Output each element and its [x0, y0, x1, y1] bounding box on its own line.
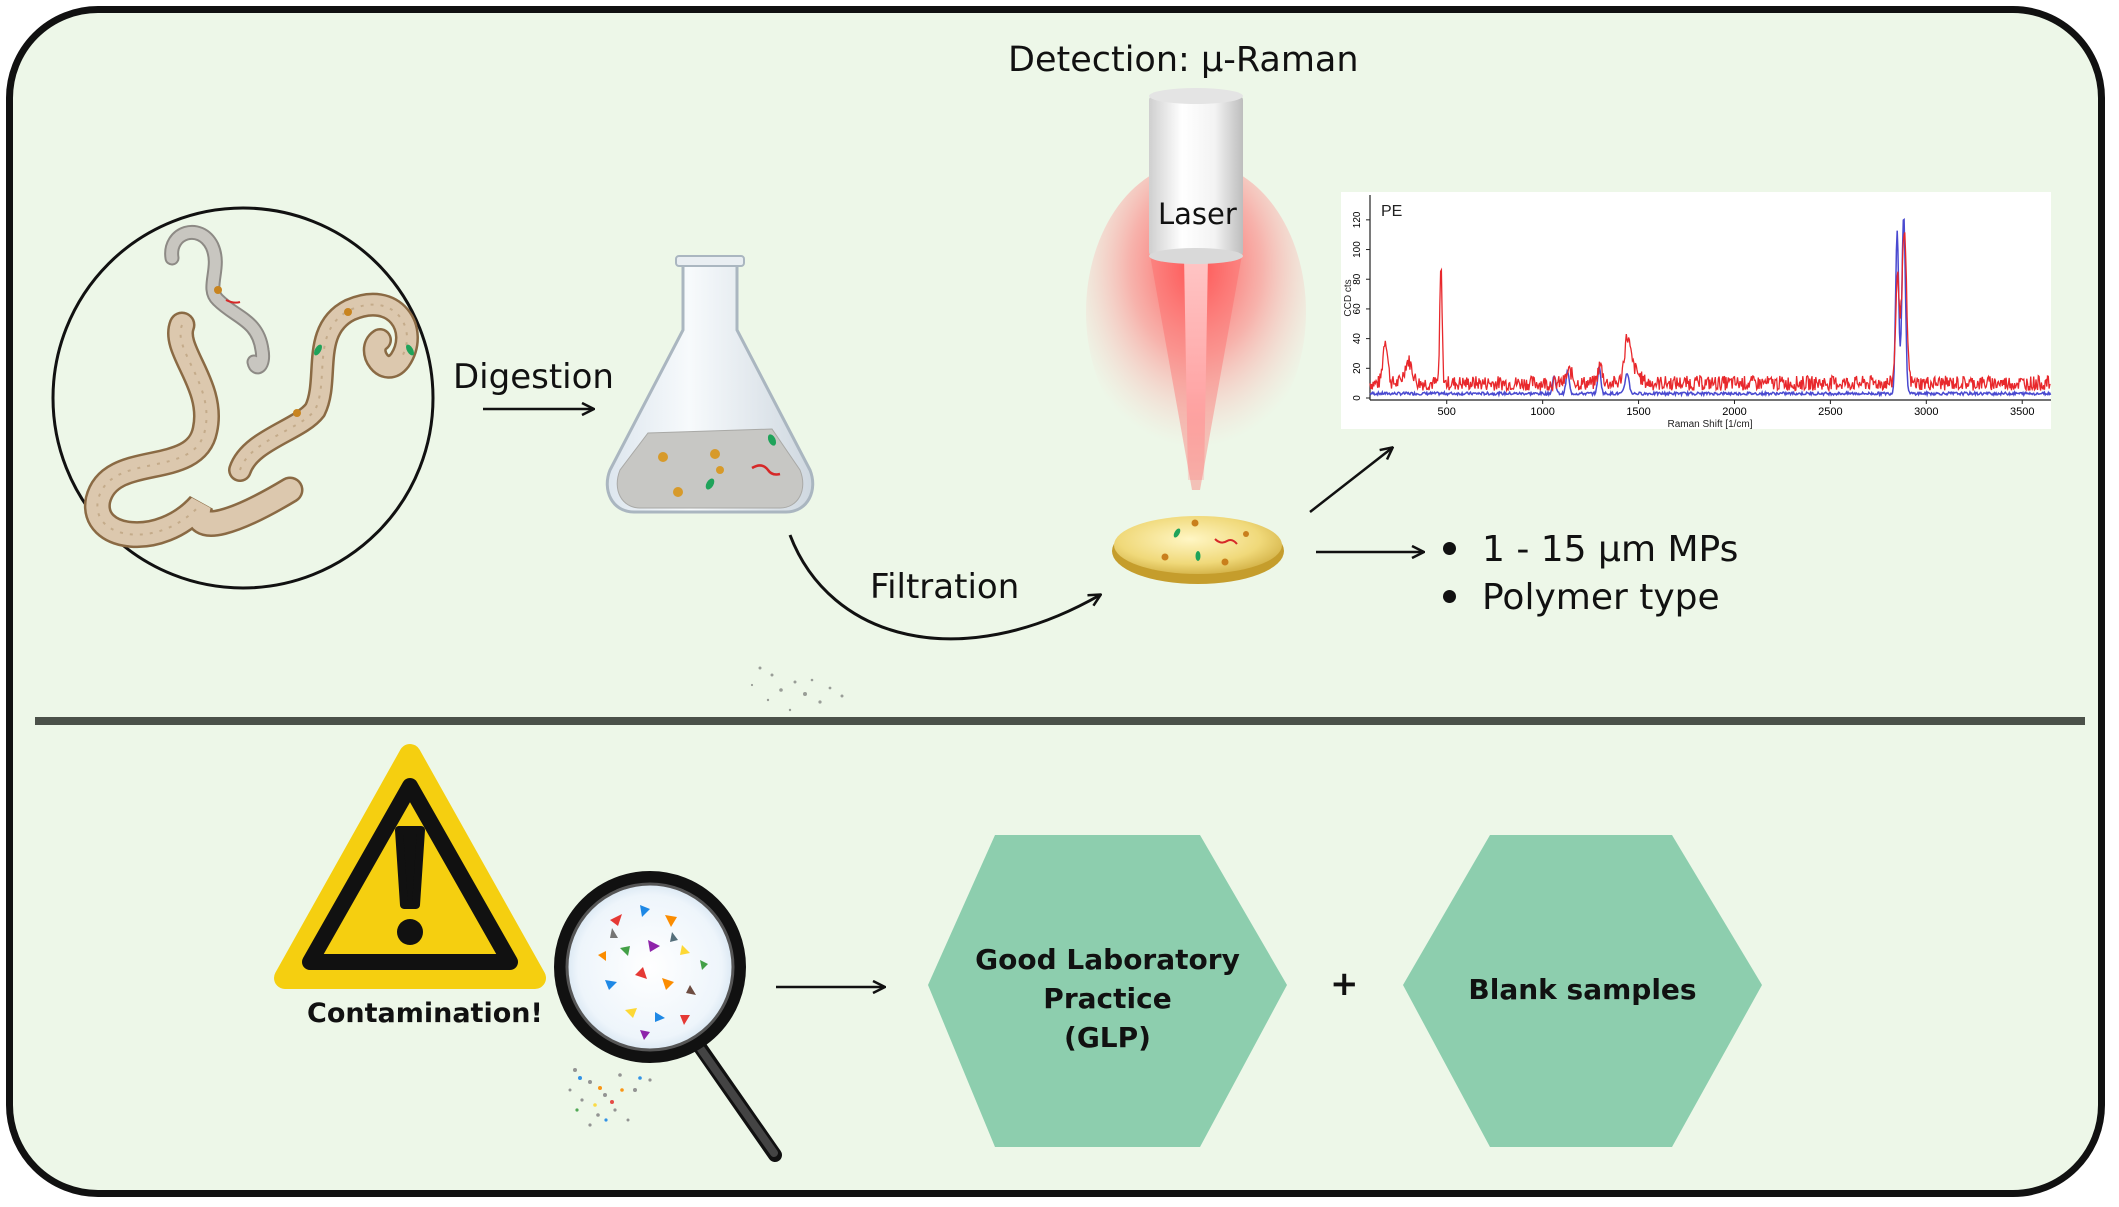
spectrum-y-ticks: 0 20 40 60 80 100 120	[1352, 211, 1370, 401]
output-item-label: Polymer type	[1482, 577, 1720, 618]
spectrum-xlabel: Raman Shift [1/cm]	[1667, 419, 1752, 430]
y-tick-label: 60	[1352, 303, 1363, 315]
magnifying-glass-icon	[554, 871, 782, 1162]
plus-sign: +	[1330, 964, 1359, 1004]
y-tick-label: 100	[1352, 241, 1363, 258]
worm-sample-illustration	[51, 206, 435, 590]
detection-title: Detection: μ-Raman	[1008, 40, 1359, 80]
x-tick-label: 2000	[1722, 406, 1746, 418]
digestion-label: Digestion	[453, 357, 614, 397]
bullet-dot	[1443, 541, 1456, 555]
x-tick-label: 2500	[1818, 406, 1842, 418]
warning-icon	[274, 744, 546, 989]
contamination-label: Contamination!	[307, 998, 543, 1029]
x-tick-label: 3500	[2010, 406, 2034, 418]
glp-label: Good Laboratory Practice (GLP)	[960, 940, 1255, 1057]
output-item-polymer: Polymer type	[1443, 577, 1720, 618]
section-divider	[35, 717, 2085, 725]
y-tick-label: 20	[1352, 362, 1363, 374]
spectrum-arrow	[1309, 448, 1392, 513]
y-tick-label: 0	[1352, 395, 1363, 401]
spectrum-ylabel: CCD cts	[1343, 279, 1354, 316]
bullet-dot	[1443, 589, 1456, 603]
laser-label: Laser	[1158, 197, 1237, 231]
speckle-smudge	[750, 666, 844, 712]
spectrum-x-ticks: 500 1000 1500 2000 2500 3000 3500	[1438, 400, 2034, 418]
x-tick-label: 1000	[1530, 406, 1554, 418]
flask-illustration	[605, 255, 815, 514]
y-tick-label: 80	[1352, 273, 1363, 285]
y-tick-label: 120	[1352, 211, 1363, 228]
sample-spectrum-line	[1369, 232, 2051, 393]
blanks-hexagon	[1403, 835, 1762, 1147]
x-tick-label: 1500	[1626, 406, 1650, 418]
y-tick-label: 40	[1352, 333, 1363, 345]
reference-spectrum-line	[1369, 218, 2052, 398]
laser-illustration	[1086, 88, 1306, 490]
filtration-arrow	[788, 534, 1100, 641]
filter-disk	[1112, 516, 1284, 584]
glp-line-3: (GLP)	[1064, 1021, 1151, 1054]
spectrum-label: PE	[1381, 203, 1402, 220]
filtration-label: Filtration	[870, 567, 1020, 607]
glp-line-1: Good Laboratory	[975, 943, 1240, 976]
glp-hexagon	[928, 835, 1287, 1147]
output-item-size: 1 - 15 μm MPs	[1443, 529, 1738, 570]
spectrum-background	[1341, 192, 2051, 429]
glp-line-2: Practice	[1043, 982, 1172, 1015]
x-tick-label: 500	[1438, 406, 1456, 418]
output-item-label: 1 - 15 μm MPs	[1482, 529, 1739, 570]
blanks-label: Blank samples	[1468, 973, 1697, 1006]
x-tick-label: 3000	[1914, 406, 1938, 418]
